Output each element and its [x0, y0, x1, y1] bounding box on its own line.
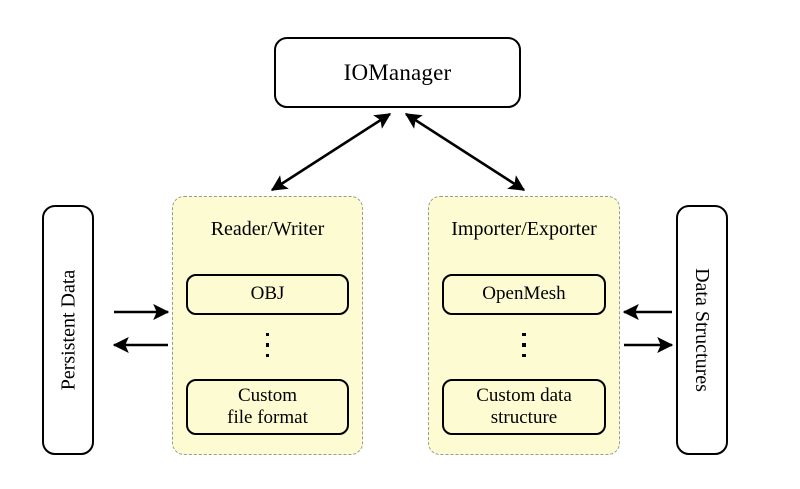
box-obj[interactable]: OBJ: [186, 274, 349, 315]
vertical-ellipsis-icon: [429, 333, 619, 358]
panel-reader-writer[interactable]: Reader/Writer OBJ Custom file format: [172, 196, 363, 455]
box-openmesh[interactable]: OpenMesh: [442, 274, 606, 315]
box-custom-file-format-label: Custom file format: [227, 385, 308, 430]
node-data-structures-label: Data Structures: [691, 268, 714, 392]
node-persistent-data-label: Persistent Data: [57, 269, 79, 391]
node-data-structures[interactable]: Data Structures: [676, 205, 728, 455]
box-custom-data-structure[interactable]: Custom data structure: [442, 379, 606, 435]
panel-importer-exporter[interactable]: Importer/Exporter OpenMesh Custom data s…: [428, 196, 620, 455]
panel-importer-exporter-title: Importer/Exporter: [451, 218, 597, 240]
node-iomanager[interactable]: IOManager: [274, 37, 521, 108]
box-custom-data-structure-line1: Custom data: [476, 384, 572, 406]
panel-reader-writer-title: Reader/Writer: [210, 218, 325, 240]
box-custom-data-structure-label: Custom data structure: [476, 385, 572, 430]
box-obj-label: OBJ: [250, 283, 285, 305]
box-custom-data-structure-line2: structure: [490, 407, 558, 428]
arrow-iomanager-reader-writer: [270, 112, 392, 192]
vertical-ellipsis-icon: [173, 333, 362, 358]
arrow-iomanager-importer-exporter: [404, 112, 526, 192]
box-custom-file-format-line1: Custom: [237, 384, 298, 406]
box-custom-file-format[interactable]: Custom file format: [186, 379, 349, 435]
node-persistent-data[interactable]: Persistent Data: [42, 205, 94, 455]
box-openmesh-label: OpenMesh: [482, 283, 566, 305]
node-iomanager-label: IOManager: [343, 60, 452, 85]
box-custom-file-format-line2: file format: [227, 407, 308, 428]
